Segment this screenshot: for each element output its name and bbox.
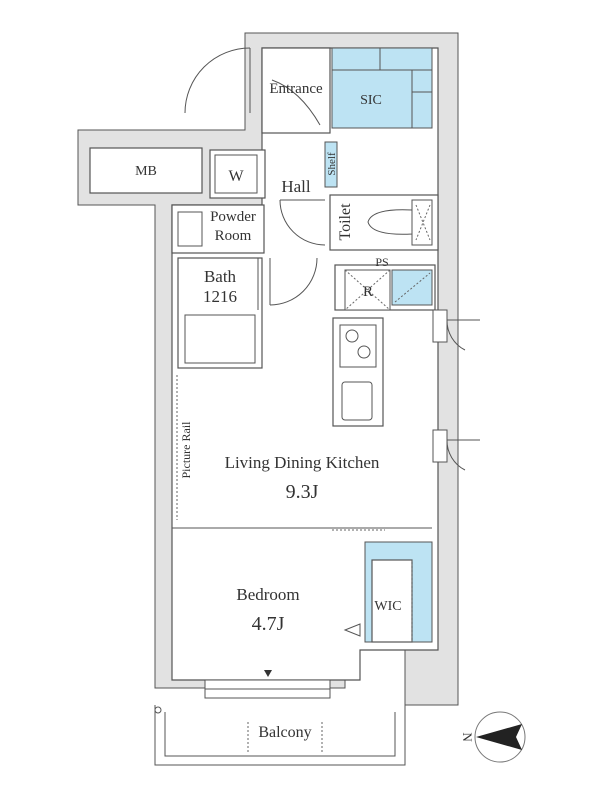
- entrance-door: [184, 47, 251, 114]
- sic-closet: [331, 47, 433, 129]
- mb-box: [89, 147, 203, 194]
- label-bath-size: 1216: [203, 287, 237, 306]
- wic-closet: [343, 541, 433, 643]
- compass-arrow-icon: [476, 724, 522, 750]
- toilet-room: [329, 194, 439, 251]
- label-toilet: Toilet: [337, 203, 354, 241]
- label-shelf: Shelf: [326, 152, 338, 176]
- balcony-window: [204, 670, 331, 699]
- label-bath: Bath: [204, 267, 237, 286]
- label-ps: PS: [375, 255, 388, 269]
- entrance-step-swing: [271, 79, 321, 126]
- label-powder-room-1: Powder: [210, 209, 256, 225]
- shelf-box: [324, 141, 338, 188]
- label-bedroom-size: 4.7J: [252, 613, 285, 635]
- label-powder-room-2: Room: [215, 228, 252, 244]
- label-entrance: Entrance: [269, 81, 323, 97]
- label-mb: MB: [135, 164, 157, 179]
- east-windows: [432, 309, 480, 471]
- label-compass-n: N: [460, 732, 475, 742]
- ldk-bedroom-partition: [172, 527, 432, 531]
- label-picture-rail: Picture Rail: [179, 421, 193, 479]
- entrance-area: [261, 47, 331, 134]
- label-washer: W: [228, 168, 244, 185]
- label-wic: WIC: [374, 599, 401, 614]
- label-ldk-size: 9.3J: [286, 481, 319, 503]
- label-ldk: Living Dining Kitchen: [225, 453, 380, 472]
- label-sic: SIC: [360, 93, 382, 108]
- bath-door: [269, 257, 318, 306]
- label-refrigerator: R: [363, 284, 373, 300]
- bath-room: [177, 257, 263, 369]
- refrigerator-area: [334, 264, 436, 311]
- powder-room: [171, 204, 265, 254]
- kitchen-counter: [332, 317, 384, 427]
- label-hall: Hall: [281, 177, 311, 196]
- balcony-area: [154, 705, 406, 766]
- hall-door: [279, 199, 326, 246]
- label-balcony: Balcony: [258, 724, 311, 741]
- compass: [474, 711, 526, 763]
- label-bedroom: Bedroom: [236, 585, 299, 604]
- washer-box: [209, 149, 266, 199]
